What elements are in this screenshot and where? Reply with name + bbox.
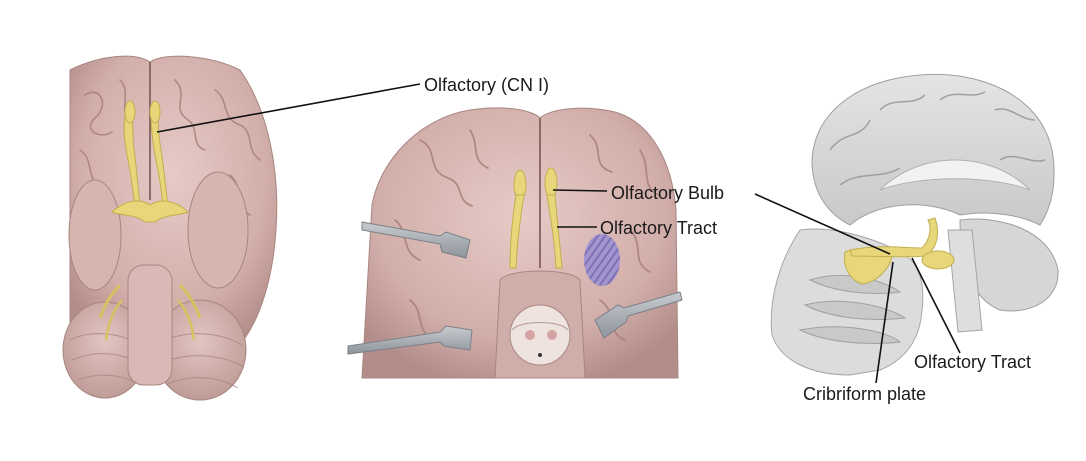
middle-retractors [347,221,683,355]
left-brain-inferior-view [62,55,278,401]
right-sagittal-view [770,73,1059,376]
left-brain-temporal-left [68,179,122,291]
sagittal-brainstem [947,229,983,333]
label-cribriform-plate: Cribriform plate [803,384,927,404]
left-chiasm [111,200,189,223]
label-olfactory-tract-middle: Olfactory Tract [600,218,718,238]
left-brain-temporal-right [187,171,249,289]
label-olfactory-cn1: Olfactory (CN I) [424,75,550,95]
middle-highlight-region [584,234,620,286]
left-olfactory-nerves [98,100,202,341]
sagittal-turbinates [798,275,907,344]
middle-brainstem-section [494,270,586,379]
leader-line-bulb-to-sagittal [754,193,891,255]
label-olfactory-tract-right: Olfactory Tract [914,352,1032,372]
sagittal-olfactory [843,217,955,285]
leader-line-cn1 [156,83,421,133]
leader-lines [156,83,961,384]
sagittal-corpus-callosum [879,159,1031,191]
middle-olfactory-bulb-right [544,167,558,199]
sagittal-gyri [829,91,1046,186]
leader-line-bulb [552,189,608,192]
label-olfactory-bulb: Olfactory Bulb [611,183,725,203]
left-olfactory-bulb-left [124,100,136,124]
retractor-lower-left [347,325,473,355]
sagittal-olfactory-tract [849,217,939,258]
sagittal-yellow-structure [921,250,955,270]
left-brain-brainstem [127,264,173,386]
left-olfactory-bulb-right [149,100,161,124]
retractor-upper-left [361,221,471,259]
leader-line-tract-right [911,257,961,354]
middle-brain-closeup [347,107,683,379]
leader-line-cribriform [875,261,894,384]
retractor-right [594,291,683,339]
middle-olfactory-tract-left [509,194,525,269]
middle-olfactory-tract-right [546,194,563,269]
sagittal-cerebrum [811,73,1055,226]
